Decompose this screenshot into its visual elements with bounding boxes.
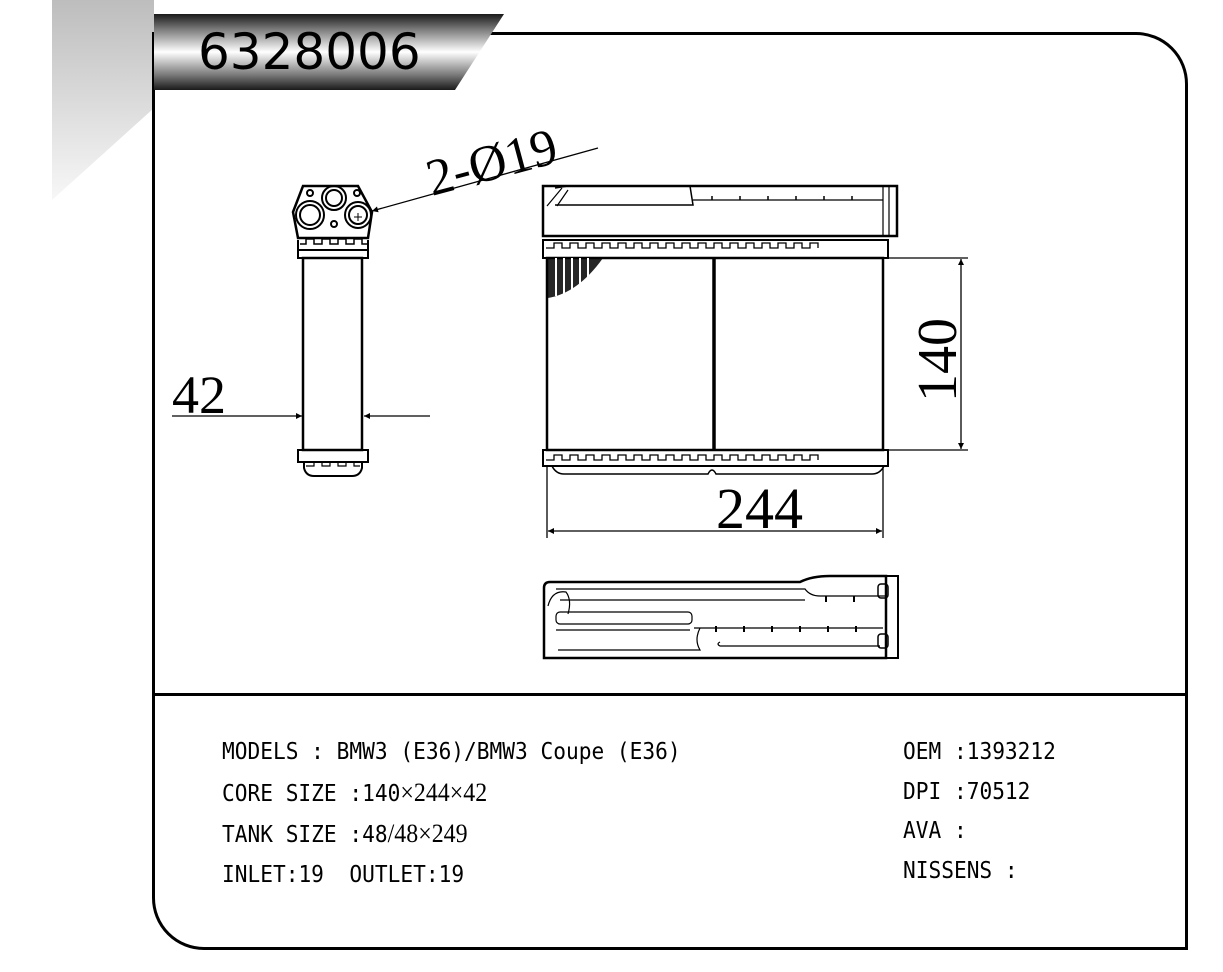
part-number-banner bbox=[154, 14, 504, 90]
front-view bbox=[541, 184, 899, 475]
height-dimension-label: 140 bbox=[907, 318, 969, 402]
part-number: 6328006 bbox=[198, 23, 421, 81]
xref-ava-label: AVA : bbox=[903, 818, 967, 844]
spec-tank-size-a: 48 bbox=[362, 822, 388, 848]
spec-core-size-c: 42 bbox=[463, 777, 488, 807]
xref-dpi-value: 70512 bbox=[966, 778, 1031, 805]
spec-core-size-label: CORE SIZE : bbox=[222, 780, 363, 807]
spec-core-size-a: 140 bbox=[362, 780, 401, 807]
spec-outlet-value: 19 bbox=[438, 861, 465, 888]
depth-dimension-label: 42 bbox=[172, 365, 226, 425]
times-sign: × bbox=[400, 777, 414, 807]
xref-oem-label: OEM : bbox=[903, 739, 967, 765]
pipe-callout bbox=[371, 147, 599, 213]
spec-inlet-outlet: INLET:19 OUTLET:19 bbox=[222, 856, 681, 896]
spec-block: MODELS : BMW3 (E36)/BMW3 Coupe (E36) COR… bbox=[222, 733, 721, 895]
spec-inlet-label: INLET: bbox=[222, 861, 299, 888]
spec-tank-size-c: 249 bbox=[431, 819, 468, 848]
xref-dpi-label: DPI : bbox=[903, 778, 967, 805]
width-dimension-label: 244 bbox=[716, 476, 803, 541]
spec-models-value: BMW3 (E36)/BMW3 Coupe (E36) bbox=[336, 739, 681, 765]
spec-models-label: MODELS : bbox=[222, 739, 337, 765]
spec-tank-size-b: /48 bbox=[387, 819, 419, 848]
xref-nissens: NISSENS : bbox=[903, 852, 1056, 892]
spec-models: MODELS : BMW3 (E36)/BMW3 Coupe (E36) bbox=[222, 733, 681, 773]
xref-dpi: DPI :70512 bbox=[903, 773, 1056, 813]
spec-outlet-label: OUTLET: bbox=[349, 861, 439, 888]
times-sign: × bbox=[449, 777, 464, 807]
xref-oem-value: 1393212 bbox=[966, 739, 1056, 765]
side-view bbox=[291, 184, 374, 477]
cross-reference-block: OEM :1393212 DPI :70512 AVA : NISSENS : bbox=[903, 733, 1069, 891]
frame-divider bbox=[152, 693, 1188, 696]
spec-core-size-b: 244 bbox=[413, 777, 450, 807]
xref-oem: OEM :1393212 bbox=[903, 733, 1056, 773]
drawing-frame bbox=[152, 32, 1188, 950]
top-view bbox=[542, 574, 899, 660]
height-dimension bbox=[885, 257, 968, 451]
xref-ava: AVA : bbox=[903, 812, 1056, 852]
spec-inlet-value: 19 bbox=[298, 861, 324, 888]
spec-core-size: CORE SIZE :140×244×42 bbox=[222, 773, 681, 815]
spec-tank-size: TANK SIZE :48/48×249 bbox=[222, 814, 681, 856]
times-sign: × bbox=[418, 819, 432, 848]
xref-nissens-label: NISSENS : bbox=[903, 857, 1018, 884]
width-dimension bbox=[546, 466, 884, 538]
spec-tank-size-label: TANK SIZE : bbox=[222, 822, 363, 848]
